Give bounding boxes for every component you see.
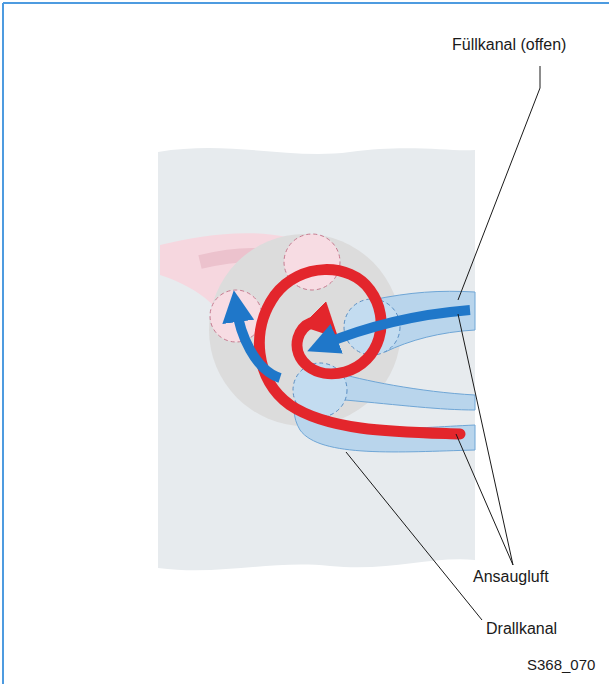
leader-line [458,314,513,565]
filling-flow-arrow [236,306,280,378]
label-swirl-channel: Drallkanal [486,620,557,638]
leader-line [458,66,540,300]
label-intake-air: Ansaugluft [473,568,549,586]
leader-line [456,434,513,565]
cylinder-head-section [158,148,475,570]
figure-number: S368_070 [527,656,595,673]
frame-line [2,3,4,684]
label-filling-channel: Füllkanal (offen) [452,36,566,54]
filling-flow-arrow [322,310,470,345]
frame-line [3,2,609,4]
swirl-flow-arrow [259,270,460,434]
leader-line [346,452,482,620]
